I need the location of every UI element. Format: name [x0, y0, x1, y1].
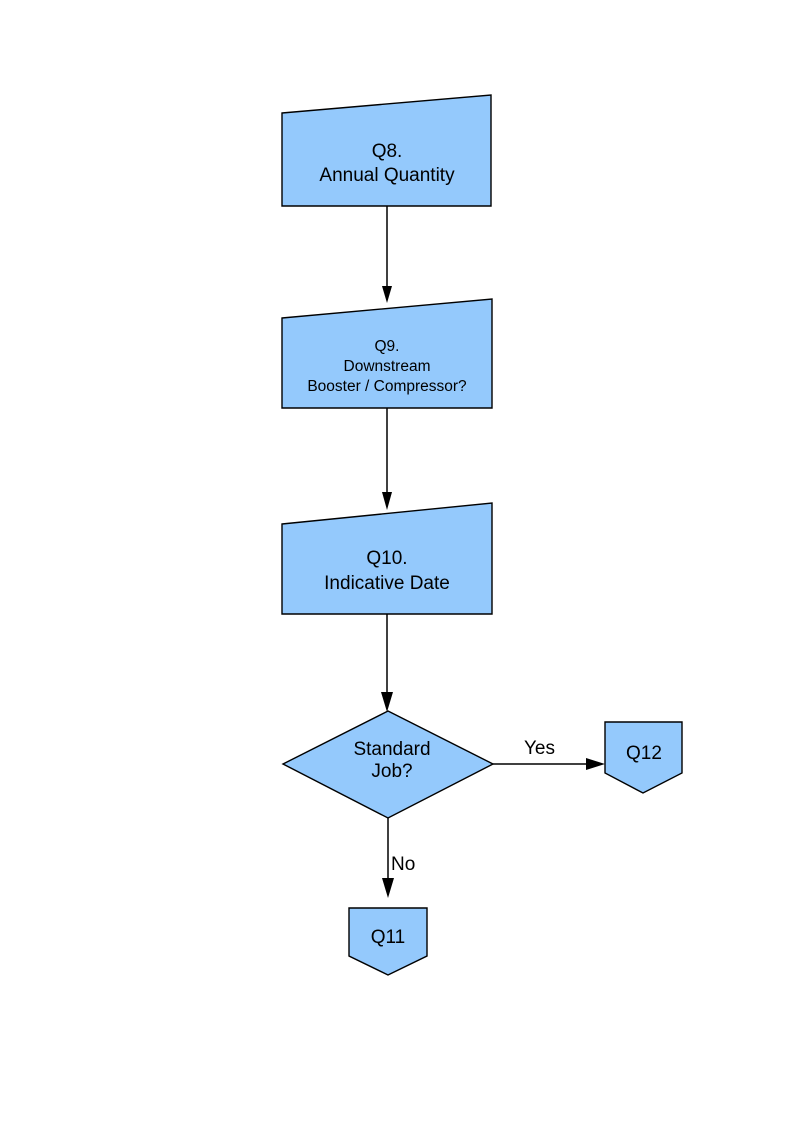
edge-decision-to-q12: Yes — [493, 738, 605, 770]
q8-shape[interactable] — [281, 94, 492, 207]
edge-decision-to-q11: No — [382, 818, 415, 898]
q10-line-2: Indicative Date — [324, 573, 450, 594]
edge-decision-to-q11-arrowhead — [382, 878, 394, 898]
edge-q9-to-q10-arrowhead — [382, 492, 392, 510]
q12-label: Q12 — [626, 743, 662, 764]
node-q10[interactable]: Q10. Indicative Date — [281, 502, 493, 615]
q9-line-3: Booster / Compressor? — [307, 378, 467, 395]
edge-q8-to-q9 — [382, 206, 392, 303]
edge-decision-to-q12-arrowhead — [586, 758, 605, 770]
decision-line-1: Standard — [353, 739, 430, 760]
node-q8[interactable]: Q8. Annual Quantity — [281, 94, 492, 207]
q11-shape[interactable] — [348, 907, 428, 976]
q8-line-2: Annual Quantity — [319, 165, 455, 186]
edge-q9-to-q10 — [382, 408, 392, 510]
edge-q10-to-decision — [381, 614, 393, 712]
q12-shape[interactable] — [604, 721, 683, 794]
node-decision-standard-job[interactable]: Standard Job? — [281, 710, 495, 819]
q9-line-2: Downstream — [344, 358, 431, 375]
q9-shape[interactable] — [281, 298, 493, 409]
q10-shape[interactable] — [281, 502, 493, 615]
decision-line-2: Job? — [371, 761, 412, 782]
node-q12[interactable]: Q12 — [604, 721, 683, 794]
q11-label: Q11 — [371, 927, 406, 948]
q10-line-1: Q10. — [366, 548, 407, 569]
edge-q8-to-q9-arrowhead — [382, 286, 392, 303]
node-q9[interactable]: Q9. Downstream Booster / Compressor? — [281, 298, 493, 409]
edge-q10-to-decision-arrowhead — [381, 692, 393, 712]
node-q11[interactable]: Q11 — [348, 907, 428, 976]
edge-label-yes: Yes — [524, 738, 555, 759]
edge-label-no: No — [391, 854, 415, 875]
q8-line-1: Q8. — [372, 141, 403, 162]
q9-line-1: Q9. — [375, 338, 400, 355]
